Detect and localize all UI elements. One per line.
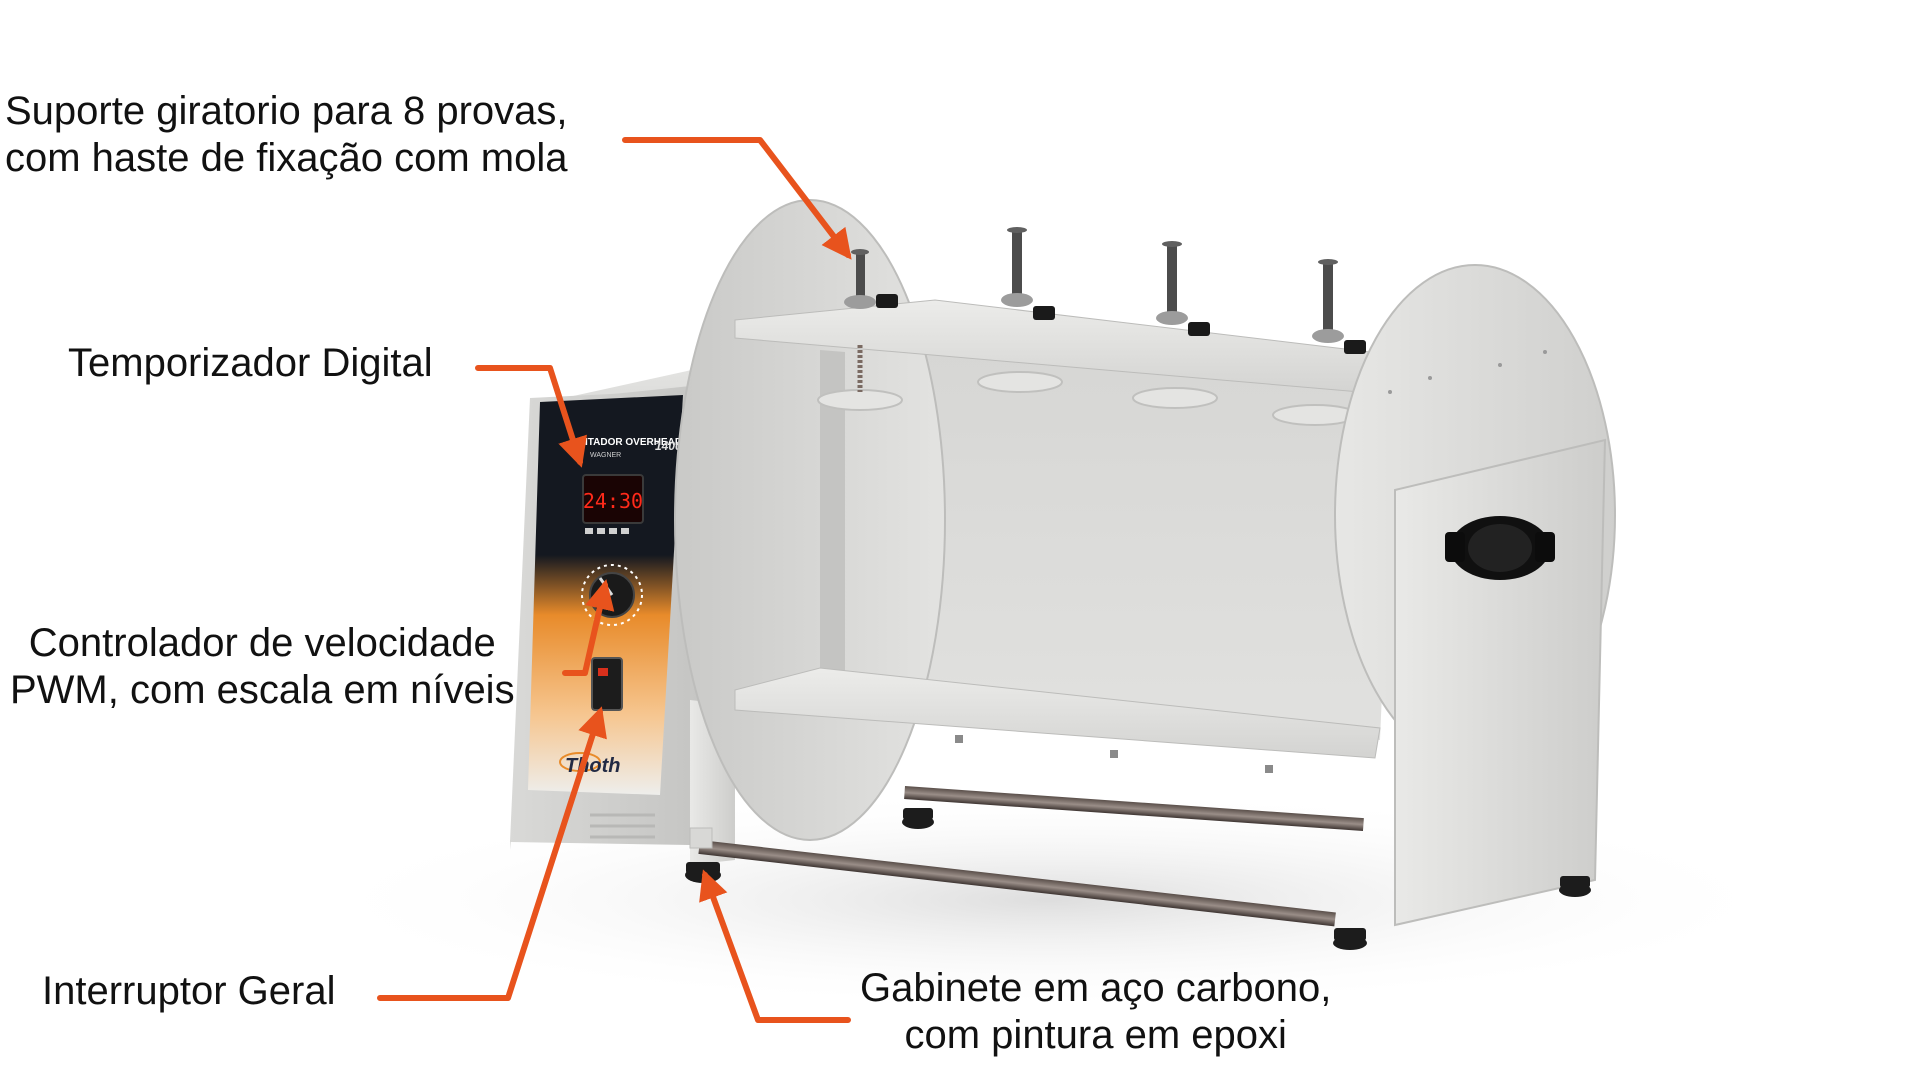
drum-left-disc (674, 199, 946, 841)
front-rod-mount (689, 827, 713, 849)
main-switch (591, 657, 623, 711)
callout-main-switch-line1: Interruptor Geral (42, 969, 336, 1013)
callout-speed-controller-line2: PWM, com escala em níveis (10, 668, 515, 712)
panel-title: AGITADOR OVERHEAD (570, 437, 682, 448)
sample-holder (844, 249, 898, 309)
main-switch-indicator (598, 668, 608, 676)
vent-grille (590, 813, 655, 839)
callout-digital-timer-line1: Temporizador Digital (68, 341, 433, 385)
front-rod (698, 840, 1336, 927)
panel-subtitle: WAGNER (590, 452, 621, 459)
timer-display-digits: 24:30 (583, 489, 643, 513)
right-disc-holes (1388, 350, 1547, 394)
timer-display (582, 474, 644, 524)
brand-logo-text: Thoth (565, 755, 621, 777)
callout-arrows (377, 137, 852, 1023)
sample-holder (1156, 241, 1210, 336)
brand-logo: Thoth (559, 752, 621, 777)
sample-holders (844, 227, 1366, 354)
callout-speed-controller-line1: Controlador de velocidade (28, 621, 496, 665)
arrow-interruptor (377, 706, 607, 1001)
callout-cabinet-line2: com pintura em epoxi (904, 1013, 1287, 1057)
bottom-shelf (734, 667, 1381, 759)
timer-buttons (585, 528, 629, 534)
callout-rotating-support: Suporte giratorio para 8 provas, com has… (5, 88, 568, 182)
callout-cabinet: Gabinete em aço carbono, com pintura em … (860, 965, 1331, 1059)
sample-holder (1312, 259, 1366, 354)
drum-back-panel (820, 340, 1395, 740)
callout-digital-timer: Temporizador Digital (68, 340, 433, 387)
callout-speed-controller: Controlador de velocidade PWM, com escal… (10, 620, 515, 714)
arrow-temporizador (475, 365, 587, 468)
bottom-shelf-studs (955, 735, 1273, 773)
rear-rod (904, 786, 1364, 832)
arrow-controlador (562, 579, 615, 676)
model-number: 1400 (655, 439, 682, 453)
callout-cabinet-line1: Gabinete em aço carbono, (860, 966, 1332, 1010)
callout-main-switch: Interruptor Geral (42, 968, 335, 1015)
drive-hub (1445, 516, 1555, 580)
sample-holder (1001, 227, 1055, 320)
speed-knob-scale (581, 564, 643, 626)
callout-rotating-support-line2: com haste de fixação com mola (5, 136, 568, 180)
arrow-gabinete (699, 869, 851, 1023)
drum-inner-left-face (820, 350, 845, 690)
right-stand (1394, 438, 1607, 927)
arrow-suporte (622, 137, 852, 260)
callout-rotating-support-line1: Suporte giratorio para 8 provas, (5, 89, 568, 133)
